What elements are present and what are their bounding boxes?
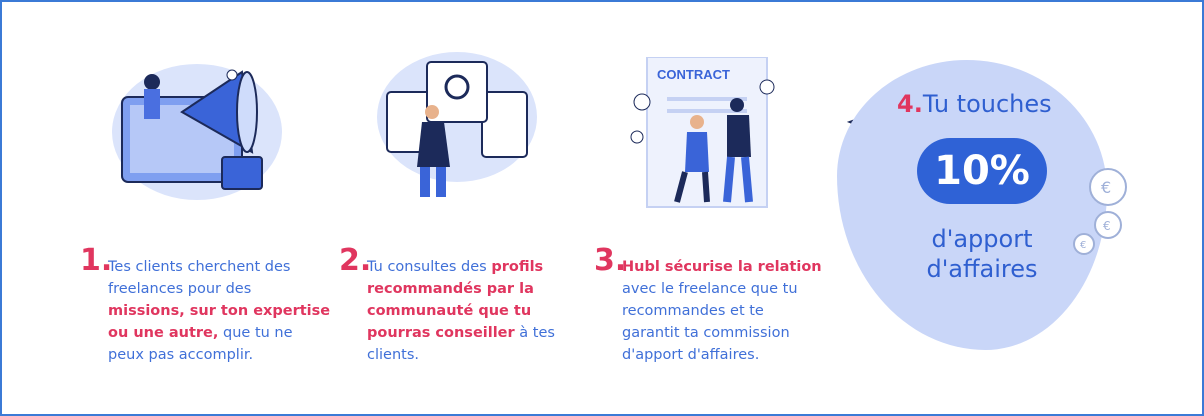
subtitle-line: d'affaires [926, 255, 1038, 283]
highlight-text: recommandés par la [367, 281, 534, 297]
body-text: Tes clients cherchent des [108, 259, 291, 275]
step-number: 2. [339, 243, 372, 278]
text-line: pourras conseiller à tes [367, 322, 555, 344]
step-1: 1. Tes clients cherchent des freelances p… [80, 246, 330, 366]
step-text: Tes clients cherchent des freelances pour… [108, 256, 330, 366]
text-line: garantit ta commission [622, 322, 822, 344]
percent-badge: 10% [917, 138, 1047, 204]
text-line: peux pas accomplir. [108, 344, 330, 366]
step-4-subtitle: d'apport d'affaires [907, 224, 1057, 284]
highlight-text: missions, sur ton expertise [108, 303, 331, 319]
step-number: 3. [594, 243, 627, 278]
body-text: que tu ne [218, 325, 293, 341]
text-line: recommandes et te [622, 300, 822, 322]
svg-text:€: € [1080, 240, 1086, 251]
profiles-illustration [377, 52, 537, 197]
body-text: à tes [514, 325, 555, 341]
contract-illustration: CONTRACT [630, 57, 775, 208]
svg-text:€: € [1103, 219, 1111, 233]
step-number: 1. [80, 243, 113, 278]
euro-coins-icon: € € € [1073, 168, 1127, 255]
highlight-text: profils [491, 259, 544, 275]
step-text: Hubl sécurise la relation avec le freelan… [622, 256, 822, 366]
step-4-blob [837, 60, 1107, 350]
text-line: clients. [367, 344, 555, 366]
text-line: d'apport d'affaires. [622, 344, 822, 366]
text-line: missions, sur ton expertise [108, 300, 330, 322]
body-text: garantit ta commission [622, 325, 790, 341]
body-text: d'apport d'affaires. [622, 347, 760, 363]
text-line: Tes clients cherchent des [108, 256, 330, 278]
step-4-title: 4.Tu touches [897, 90, 1052, 118]
body-text: recommandes et te [622, 303, 764, 319]
contract-label: CONTRACT [657, 67, 730, 82]
text-line: recommandés par la [367, 278, 555, 300]
step-number: 4. [897, 90, 923, 118]
highlight-text: communauté que tu [367, 303, 532, 319]
text-line: avec le freelance que tu [622, 278, 822, 300]
body-text: Tu consultes des [367, 259, 492, 275]
text-line: ou une autre, que tu ne [108, 322, 330, 344]
text-line: Tu consultes des profils [367, 256, 555, 278]
highlight-text: Hubl sécurise la relation [622, 259, 822, 275]
subtitle-line: d'apport [931, 225, 1033, 253]
svg-text:€: € [1101, 178, 1111, 197]
text-line: communauté que tu [367, 300, 555, 322]
step-3: 3. Hubl sécurise la relation avec le free… [594, 246, 822, 366]
step-4-title-text: Tu touches [922, 90, 1052, 118]
highlight-text: pourras conseiller [367, 325, 515, 341]
megaphone-illustration [112, 64, 282, 200]
body-text: clients. [367, 347, 419, 363]
body-text: peux pas accomplir. [108, 347, 254, 363]
step-2: 2. Tu consultes des profils recommandés p… [339, 246, 555, 366]
step-text: Tu consultes des profils recommandés par … [367, 256, 555, 366]
text-line: Hubl sécurise la relation [622, 256, 822, 278]
body-text: avec le freelance que tu [622, 281, 798, 297]
highlight-text: ou une autre, [108, 325, 219, 341]
text-line: freelances pour des [108, 278, 330, 300]
body-text: freelances pour des [108, 281, 252, 297]
